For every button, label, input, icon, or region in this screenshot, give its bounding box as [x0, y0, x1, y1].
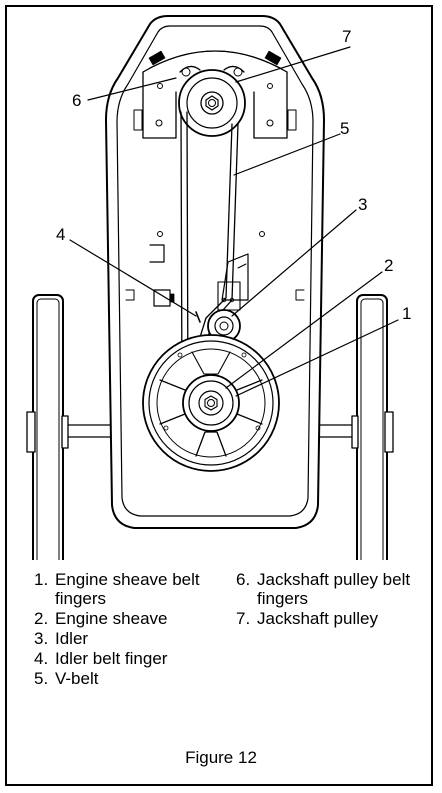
engine-sheave — [142, 334, 280, 472]
legend-item: 3. Idler — [34, 629, 89, 648]
left-wheel — [26, 294, 69, 560]
callout-4: 4 — [56, 225, 66, 244]
callout-5: 5 — [340, 119, 350, 138]
figure-caption: Figure 12 — [185, 748, 257, 767]
panel-details — [149, 231, 265, 311]
legend-column-left: 1. Engine sheave belt fingers 2. Engine … — [34, 570, 234, 689]
legend-item: 2. Engine sheave — [34, 609, 168, 628]
callout-1: 1 — [402, 304, 412, 323]
legend-item: 6. Jackshaft pulley belt fingers — [236, 570, 411, 608]
legend-item: 7. Jackshaft pulley — [236, 609, 378, 628]
callout-6: 6 — [72, 91, 82, 110]
legend-item: 1. Engine sheave belt fingers — [34, 570, 200, 608]
legend: 1. Engine sheave belt fingers 2. Engine … — [0, 570, 442, 720]
belt-drive-diagram — [26, 15, 399, 560]
jackshaft-pulley — [178, 65, 246, 137]
leader-lines — [69, 46, 399, 397]
right-wheel — [351, 294, 394, 560]
callout-7: 7 — [342, 27, 352, 46]
callout-3: 3 — [358, 195, 368, 214]
legend-item: 4. Idler belt finger — [34, 649, 168, 668]
jackshaft-bracket — [133, 50, 297, 139]
legend-column-right: 6. Jackshaft pulley belt fingers 7. Jack… — [236, 570, 426, 629]
callout-2: 2 — [384, 256, 394, 275]
legend-item: 5. V-belt — [34, 669, 99, 688]
